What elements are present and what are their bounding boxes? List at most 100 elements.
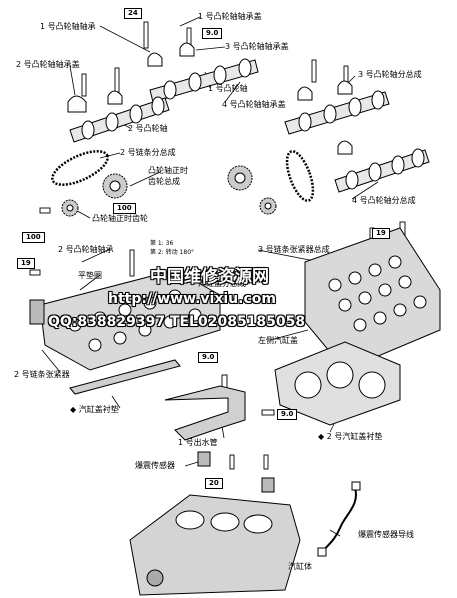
timing-chain [285,150,315,202]
label-cam2-bearing-cap: 2 号凸轮轴轴承盖 [16,60,80,69]
bolt [143,21,149,49]
bearing-cap [107,90,123,105]
label-torque-step-1: 第 1: 36 [150,240,174,247]
label-cam-timing-sprocket: 凸轮轴正时齿轮 [92,214,148,223]
cam-lobe [391,155,405,175]
cam-lobe [371,90,385,110]
label-head-gasket-text: 汽缸盖衬垫 [78,405,119,414]
label-cam3-assy: 3 号凸轮轴分总成 [358,70,422,79]
knock-sensor [261,477,275,493]
gasket-bore [358,371,386,399]
bearing-cap [147,52,163,67]
valve-port [328,278,342,292]
leader-line [129,171,161,187]
watermark-url: http://www.vixiu.com [108,291,276,307]
valve-port [138,323,152,337]
bearing-cap [337,80,353,95]
cam-lobe [151,96,165,116]
bolt [29,269,41,276]
cam-lobe [213,65,227,85]
torque-box: 100 [113,203,136,214]
gasket-bore [326,361,354,389]
bolt [263,454,269,470]
bolt [261,409,275,416]
label-block: 汽缸体 [288,562,312,571]
torque-box: 9.0 [198,352,219,363]
timing-chain-2 [51,150,109,186]
water-outlet-pipe-1 [164,385,246,441]
valve-port [88,338,102,352]
valve-port [113,331,127,345]
label-cam2-bearing: 2 号凸轮轴轴承 [58,245,114,254]
leader-line [99,152,121,159]
leader-line [224,81,241,103]
bearing-cap [67,95,87,113]
label-cam2-shaft: 2 号凸轮轴 [128,124,168,133]
wire-connector [351,481,361,491]
valve-port [358,291,372,305]
label-washer: 平垫圈 [78,271,102,280]
gear-hub [234,172,246,184]
torque-box: 9.0 [277,409,298,420]
label-knock-sensor-wire: 爆震传感器导线 [358,530,414,539]
label-chain3-tensioner: 3 号链条张紧器总成 [258,245,330,254]
leader-line [329,529,341,537]
leader-line [111,395,121,409]
valve-port [368,263,382,277]
leader-line [184,461,199,467]
leader-line [351,181,379,200]
bearing-cap [337,140,353,155]
valve-port [68,318,82,332]
valve-port [378,283,392,297]
cam-lobe [188,72,202,92]
cam-lobe [345,170,359,190]
label-head-gasket-2: ◆ 2 号汽缸盖衬垫 [318,432,383,441]
label-cam1-bearing-cap: 1 号凸轮轴轴承盖 [198,12,262,21]
valve-port [373,311,387,325]
bearing-cap [179,42,195,57]
label-cyl-head-assy: 汽缸盖分总成 [198,279,246,288]
valve-port [168,289,182,303]
cylinder-bore [210,512,240,532]
watermark-title: 中国维修资源网 [150,267,269,287]
valve-port [348,271,362,285]
label-cam3-bearing-cap: 3 号凸轮轴轴承盖 [225,42,289,51]
bolt [229,454,235,470]
leader-line [221,425,225,439]
cam-lobe [81,120,95,140]
cam-lobe [129,104,143,124]
label-cam1-shaft: 1 号凸轮轴 [208,84,248,93]
cylinder-head-right [304,227,441,371]
leader-line [179,16,201,27]
cam-lobe [163,80,177,100]
crank-pulley [146,569,164,587]
valve-port [93,311,107,325]
leader-line [269,329,309,341]
label-cam-timing-gear-assy: 凸轮轴正时 [148,166,188,175]
label-chain2-assy: 2 号链条分总成 [120,148,176,157]
label-torque-step-2: 第 2: 转动 180° [150,249,195,256]
cam-lobe [105,112,119,132]
valve-port [353,318,367,332]
watermark-contact: QQ:838829397 TEL02085185058 [48,314,306,330]
bolt [81,73,87,97]
leader-line [99,25,151,53]
cam-lobe [368,162,382,182]
leader-line [69,65,76,96]
bearing-cap [297,86,313,101]
label-water-pipe-1: 1 号出水管 [178,438,218,447]
torque-box: 9.0 [202,28,223,39]
valve-port [398,275,412,289]
bolt [114,67,120,93]
valve-port [413,295,427,309]
knock-sensor-wire [321,487,357,553]
torque-box: 100 [22,232,45,243]
valve-port [388,255,402,269]
bolt [311,59,317,83]
cam-lobe [348,97,362,117]
valve-port [143,296,157,310]
cylinder-bore [243,514,273,534]
chain-tensioner-2 [29,299,45,325]
